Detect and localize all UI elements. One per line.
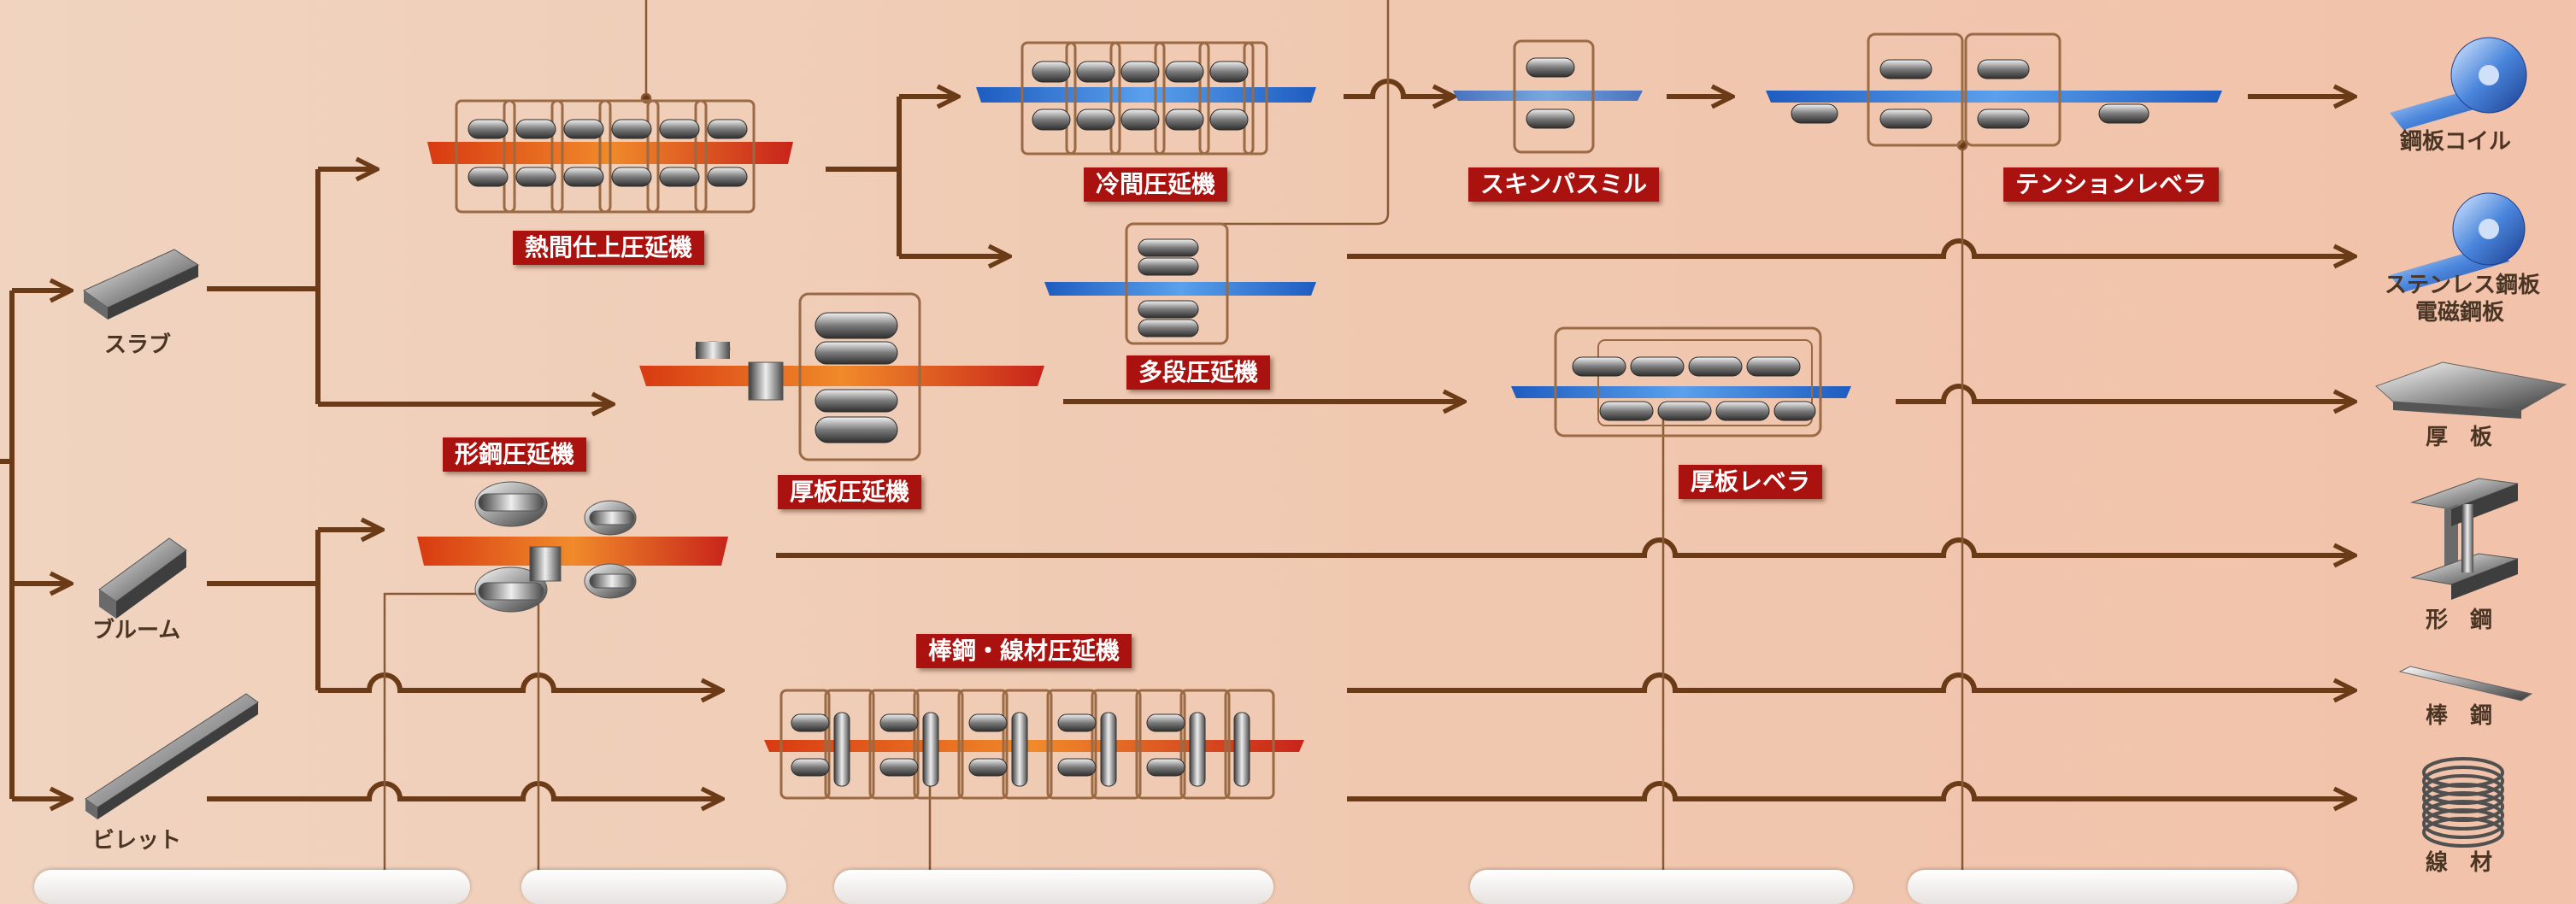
stainless-label-line2: 電磁鋼板 xyxy=(2415,299,2504,327)
hot-finishing-mill-label: 熱間仕上圧延機 xyxy=(513,231,704,265)
plate-product-icon xyxy=(2376,362,2566,419)
bottom-card-2 xyxy=(521,870,786,904)
skin-pass-mill-graphic xyxy=(1453,41,1643,152)
shape-label: 形 鋼 xyxy=(2426,607,2492,635)
bar-wire-mill-graphic xyxy=(764,690,1304,798)
plate-mill-label: 厚板圧延機 xyxy=(778,475,921,509)
bar-product-icon xyxy=(2400,666,2532,701)
stainless-label-line1: ステンレス鋼板 xyxy=(2385,272,2540,300)
coil-product-icon xyxy=(2390,38,2526,130)
h-beam-product-icon xyxy=(2412,478,2518,600)
multi-stage-mill-label: 多段圧延機 xyxy=(1126,355,1270,390)
wire-coil-product-icon xyxy=(2424,759,2502,846)
bottom-card-1 xyxy=(34,870,470,904)
billet-label: ビレット xyxy=(92,827,181,855)
plate-leveler-graphic xyxy=(1511,328,1851,436)
rolling-process-diagram xyxy=(0,0,2576,883)
plate-leveler-label: 厚板レベラ xyxy=(1679,465,1822,499)
slab-shape xyxy=(84,249,198,320)
cold-rolling-mill-label: 冷間圧延機 xyxy=(1084,167,1227,202)
bar-wire-mill-label: 棒鋼・線材圧延機 xyxy=(916,634,1132,668)
bottom-card-4 xyxy=(1470,870,1853,904)
skin-pass-mill-label: スキンパスミル xyxy=(1468,167,1659,202)
cold-rolling-mill-graphic xyxy=(976,43,1316,154)
bloom-label: ブルーム xyxy=(92,617,180,645)
plate-label: 厚 板 xyxy=(2426,424,2492,452)
bloom-shape xyxy=(99,538,186,619)
bottom-card-3 xyxy=(834,870,1273,904)
multi-stage-mill-graphic xyxy=(1044,224,1316,343)
bar-label: 棒 鋼 xyxy=(2426,702,2492,731)
wire-label: 線 材 xyxy=(2426,849,2492,878)
bottom-card-5 xyxy=(1908,870,2297,904)
tension-leveler-label: テンションレベラ xyxy=(2003,167,2219,202)
slab-label: スラブ xyxy=(104,332,171,360)
plate-mill-graphic xyxy=(639,294,1044,460)
section-mill-graphic xyxy=(417,482,728,612)
tension-leveler-graphic xyxy=(1766,34,2222,145)
section-mill-label: 形鋼圧延機 xyxy=(443,437,586,472)
hot-finishing-mill-graphic xyxy=(427,101,793,212)
coil-label: 鋼板コイル xyxy=(2400,128,2511,156)
